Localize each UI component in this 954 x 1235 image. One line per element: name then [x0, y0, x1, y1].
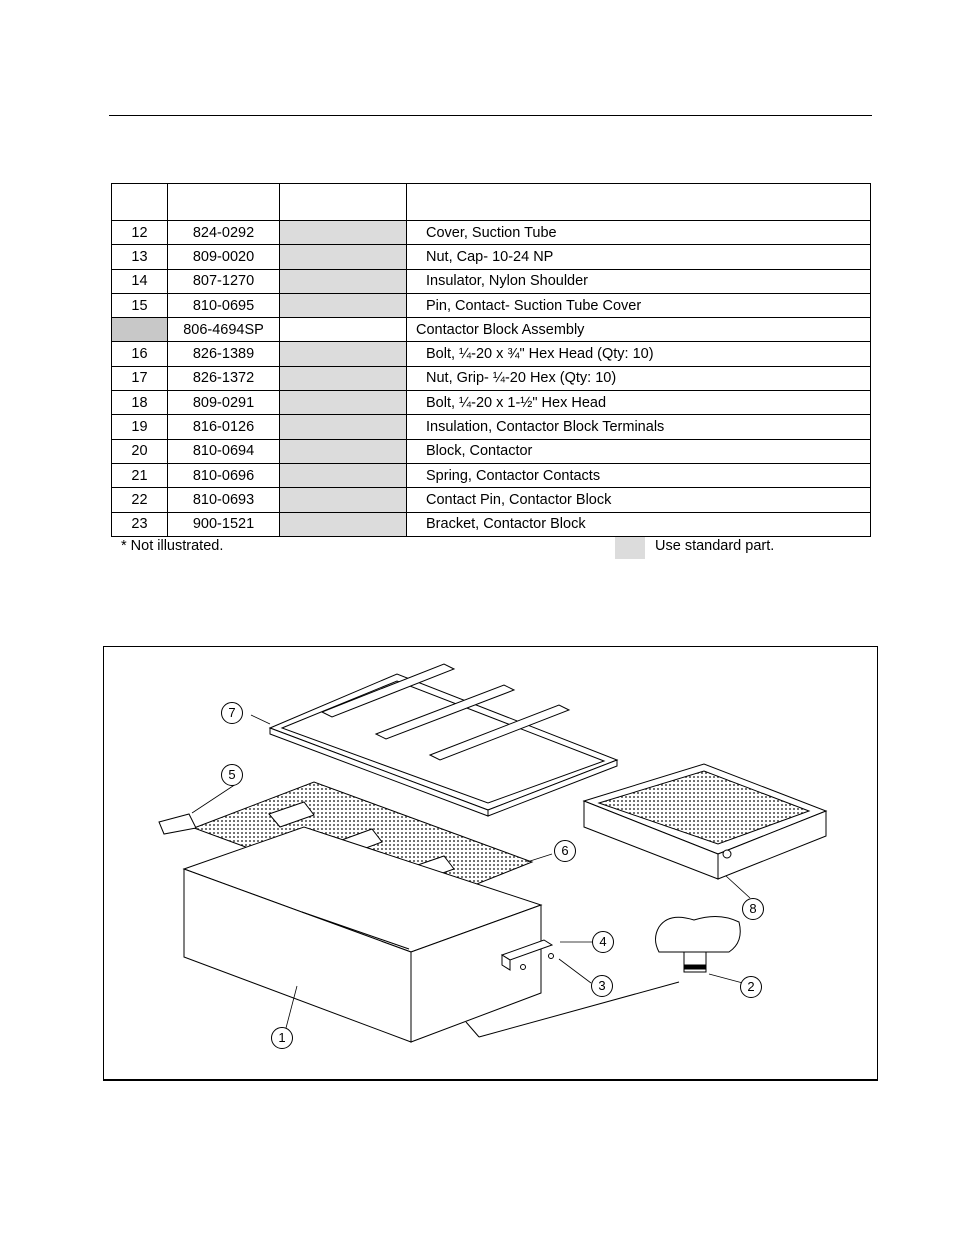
- callout-4: 4: [592, 931, 614, 953]
- basket-part: [582, 763, 828, 880]
- callout-7: 7: [221, 702, 243, 724]
- callout-2: 2: [740, 976, 762, 998]
- callout-3: 3: [591, 975, 613, 997]
- item-number: [111, 317, 168, 343]
- drain-part: [465, 916, 741, 1038]
- part-number: 810-0694: [167, 438, 280, 464]
- part-description: Insulation, Contactor Block Terminals: [406, 414, 871, 440]
- header-description: [406, 183, 871, 221]
- standard-part-swatch: [615, 537, 645, 559]
- standard-part-cell: [279, 292, 407, 319]
- part-description: Insulator, Nylon Shoulder: [406, 268, 871, 294]
- exploded-view-figure: 1 2 3 4 5 6 7 8: [103, 646, 878, 1081]
- part-number: 810-0696: [167, 462, 280, 489]
- header-standard: [279, 183, 407, 221]
- standard-part-cell: [279, 487, 407, 513]
- table-header-row: [111, 183, 871, 221]
- part-number: 826-1372: [167, 365, 280, 392]
- part-description: Contact Pin, Contactor Block: [406, 487, 871, 513]
- part-number: 810-0695: [167, 292, 280, 319]
- part-description: Nut, Cap- 10-24 NP: [406, 244, 871, 270]
- standard-part-cell: [279, 438, 407, 464]
- standard-part-cell: [279, 390, 407, 416]
- not-illustrated-note: * Not illustrated.: [121, 538, 224, 554]
- part-number: 816-0126: [167, 414, 280, 440]
- part-description: Bolt, ¼-20 x ¾" Hex Head (Qty: 10): [406, 341, 871, 367]
- exploded-view-drawing: [158, 663, 828, 1043]
- standard-part-cell: [279, 462, 407, 489]
- cover-frame-part: [268, 663, 619, 817]
- standard-part-cell: [279, 341, 407, 367]
- bracket-part: [500, 939, 554, 971]
- standard-part-cell: [279, 219, 407, 246]
- item-number: 15: [111, 292, 168, 319]
- pan-part: [182, 826, 543, 1043]
- header-rule: [109, 115, 872, 116]
- part-description: Cover, Suction Tube: [406, 219, 871, 246]
- item-number: 14: [111, 268, 168, 294]
- part-number: 809-0291: [167, 390, 280, 416]
- standard-part-cell: [279, 268, 407, 294]
- item-number: 20: [111, 438, 168, 464]
- part-number: 806-4694SP: [167, 317, 280, 343]
- standard-part-cell: [279, 244, 407, 270]
- standard-part-cell: [279, 414, 407, 440]
- part-number: 824-0292: [167, 219, 280, 246]
- item-number: 19: [111, 414, 168, 440]
- item-number: 21: [111, 462, 168, 489]
- header-item: [111, 183, 168, 221]
- part-description: Pin, Contact- Suction Tube Cover: [406, 292, 871, 319]
- part-number: 826-1389: [167, 341, 280, 367]
- item-number: 23: [111, 511, 168, 537]
- part-number: 900-1521: [167, 511, 280, 537]
- standard-part-note: Use standard part.: [655, 538, 775, 554]
- part-number: 810-0693: [167, 487, 280, 513]
- item-number: 22: [111, 487, 168, 513]
- item-number: 12: [111, 219, 168, 246]
- item-number: 18: [111, 390, 168, 416]
- item-number: 17: [111, 365, 168, 392]
- standard-part-cell: [279, 511, 407, 537]
- leader-lines: [191, 714, 755, 1029]
- part-description: Bolt, ¼-20 x 1-½" Hex Head: [406, 390, 871, 416]
- standard-part-cell: [279, 365, 407, 392]
- part-description: Block, Contactor: [406, 438, 871, 464]
- item-number: 16: [111, 341, 168, 367]
- callout-5: 5: [221, 764, 243, 786]
- header-part-number: [167, 183, 280, 221]
- part-description: Contactor Block Assembly: [406, 317, 871, 343]
- part-number: 807-1270: [167, 268, 280, 294]
- part-description: Spring, Contactor Contacts: [406, 462, 871, 489]
- callout-1: 1: [271, 1027, 293, 1049]
- callout-8: 8: [742, 898, 764, 920]
- table-row: 806-4694SP Contactor Block Assembly: [111, 317, 871, 343]
- standard-part-cell: [279, 317, 407, 343]
- callout-6: 6: [554, 840, 576, 862]
- part-number: 809-0020: [167, 244, 280, 270]
- part-description: Bracket, Contactor Block: [406, 511, 871, 537]
- part-description: Nut, Grip- ¼-20 Hex (Qty: 10): [406, 365, 871, 392]
- item-number: 13: [111, 244, 168, 270]
